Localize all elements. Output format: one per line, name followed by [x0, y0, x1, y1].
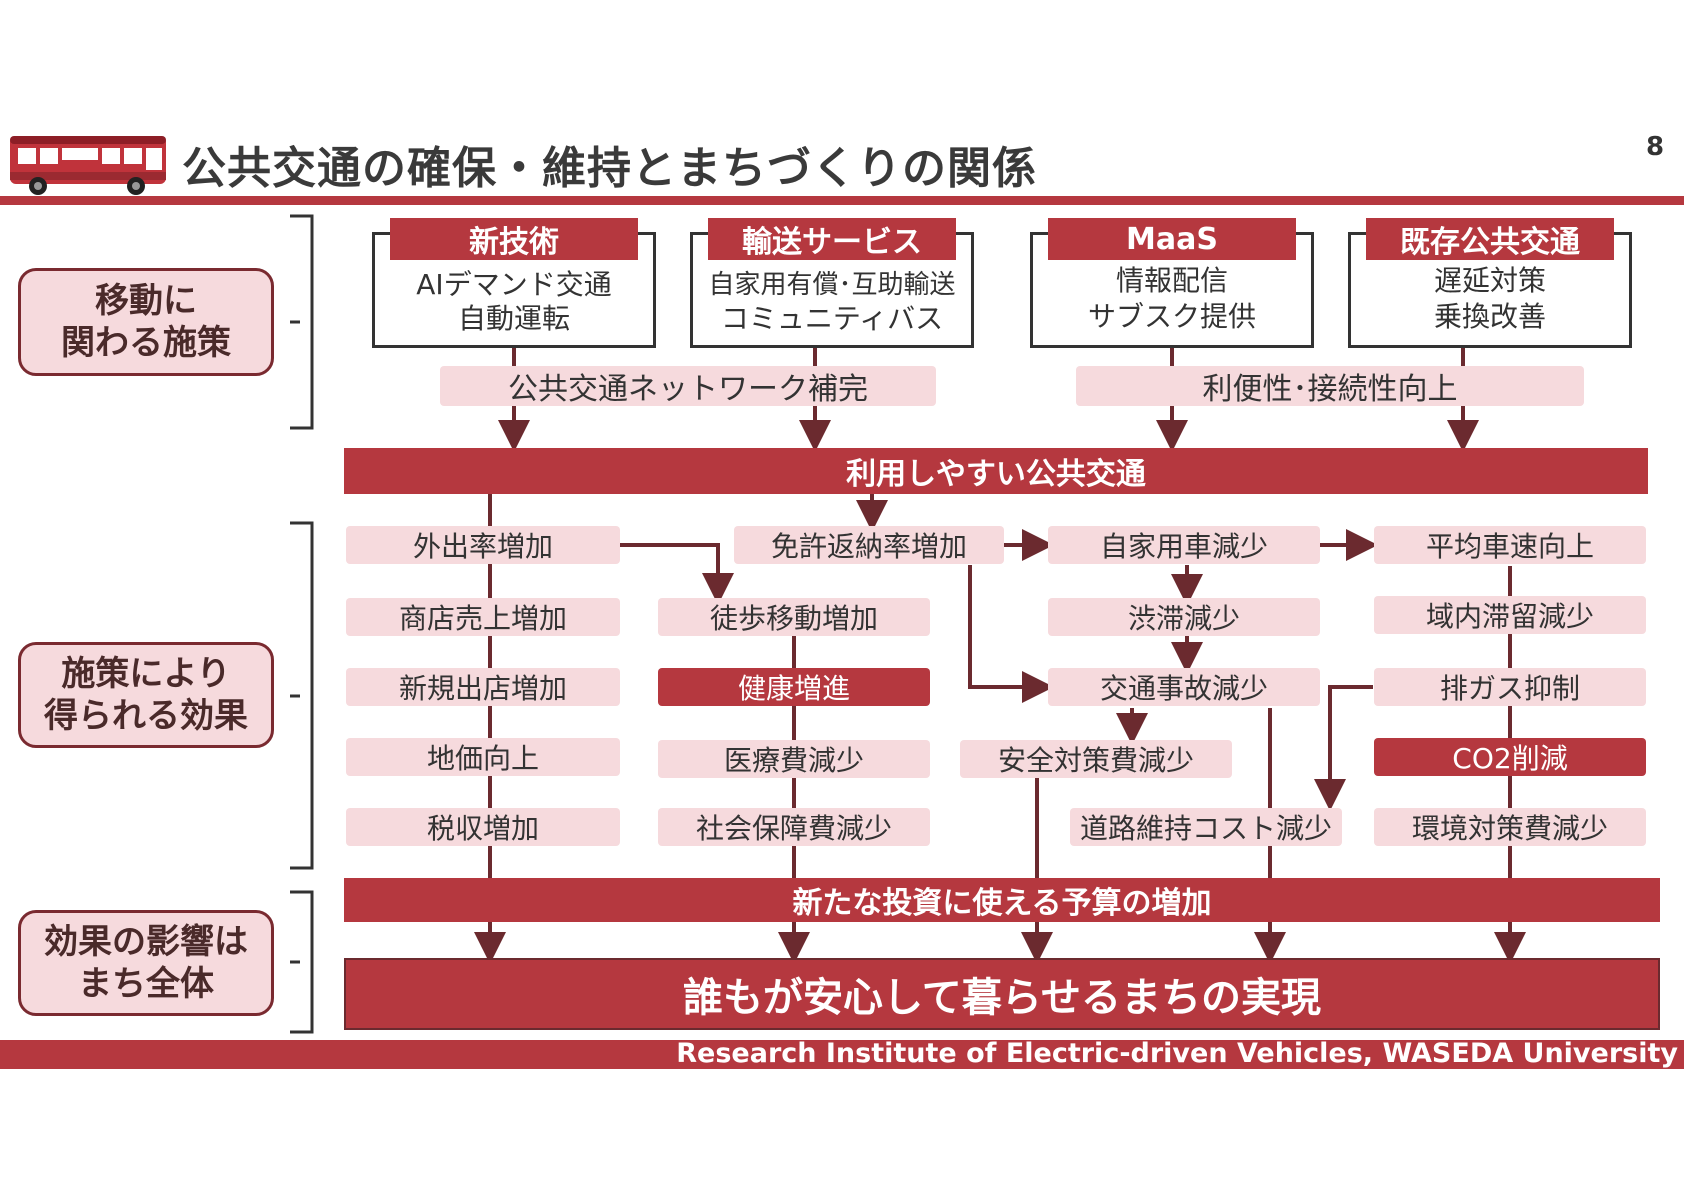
category-measures: 移動に 関わる施策: [18, 268, 274, 376]
category-effects: 施策により 得られる効果: [18, 642, 274, 748]
effect-box: 環境対策費減少: [1374, 808, 1646, 846]
measure-title-new-tech: 新技術: [390, 218, 638, 260]
measure-line: 自家用有償･互助輸送: [708, 270, 956, 300]
page-title: 公共交通の確保・維持とまちづくりの関係: [182, 143, 1037, 194]
effect-box: 渋滞減少: [1048, 598, 1320, 636]
category-impact: 効果の影響は まち全体: [18, 910, 274, 1016]
measure-title-transport: 輸送サービス: [708, 218, 956, 260]
effect-box: 地価向上: [346, 738, 620, 776]
measure-line: 遅延対策: [1433, 264, 1546, 297]
page-number: 8: [1646, 132, 1665, 162]
effect-box: 徒歩移動増加: [658, 598, 930, 636]
measure-line: サブスク提供: [1087, 300, 1256, 333]
measure-line: 情報配信: [1115, 264, 1228, 297]
bar-easy-transit: 利用しやすい公共交通: [344, 448, 1648, 494]
measure-title-existing: 既存公共交通: [1366, 218, 1614, 260]
effect-box-highlight: CO2削減: [1374, 738, 1646, 776]
goal-network: 公共交通ネットワーク補完: [440, 366, 936, 407]
header-divider: [0, 196, 1684, 205]
bar-final-goal: 誰もが安心して暮らせるまちの実現: [344, 958, 1660, 1030]
measure-line: AIデマンド交通: [416, 268, 612, 301]
effect-box: 安全対策費減少: [960, 740, 1232, 778]
goal-convenience: 利便性･接続性向上: [1076, 366, 1584, 407]
effect-box: 交通事故減少: [1048, 668, 1320, 706]
effect-box: 商店売上増加: [346, 598, 620, 636]
bar-budget: 新たな投資に使える予算の増加: [344, 878, 1660, 922]
footer-bar: [0, 1040, 1684, 1069]
effect-box: 排ガス抑制: [1374, 668, 1646, 706]
footer-credit: Research Institute of Electric-driven Ve…: [676, 1038, 1678, 1069]
effect-box: 道路維持コスト減少: [1070, 808, 1342, 846]
effect-box: 社会保障費減少: [658, 808, 930, 846]
effect-box: 免許返納率増加: [734, 526, 1004, 564]
measure-title-maas: MaaS: [1048, 218, 1296, 260]
effect-box: 新規出店増加: [346, 668, 620, 706]
effect-box-highlight: 健康増進: [658, 668, 930, 706]
effect-box: 医療費減少: [658, 740, 930, 778]
bus-icon: [8, 132, 168, 196]
effect-box: 税収増加: [346, 808, 620, 846]
effect-box: 外出率増加: [346, 526, 620, 564]
measure-line: 自動運転: [457, 302, 570, 335]
measure-line: コミュニティバス: [720, 302, 944, 335]
effect-box: 自家用車減少: [1048, 526, 1320, 564]
measure-line: 乗換改善: [1433, 300, 1546, 333]
effect-box: 域内滞留減少: [1374, 596, 1646, 634]
effect-box: 平均車速向上: [1374, 526, 1646, 564]
